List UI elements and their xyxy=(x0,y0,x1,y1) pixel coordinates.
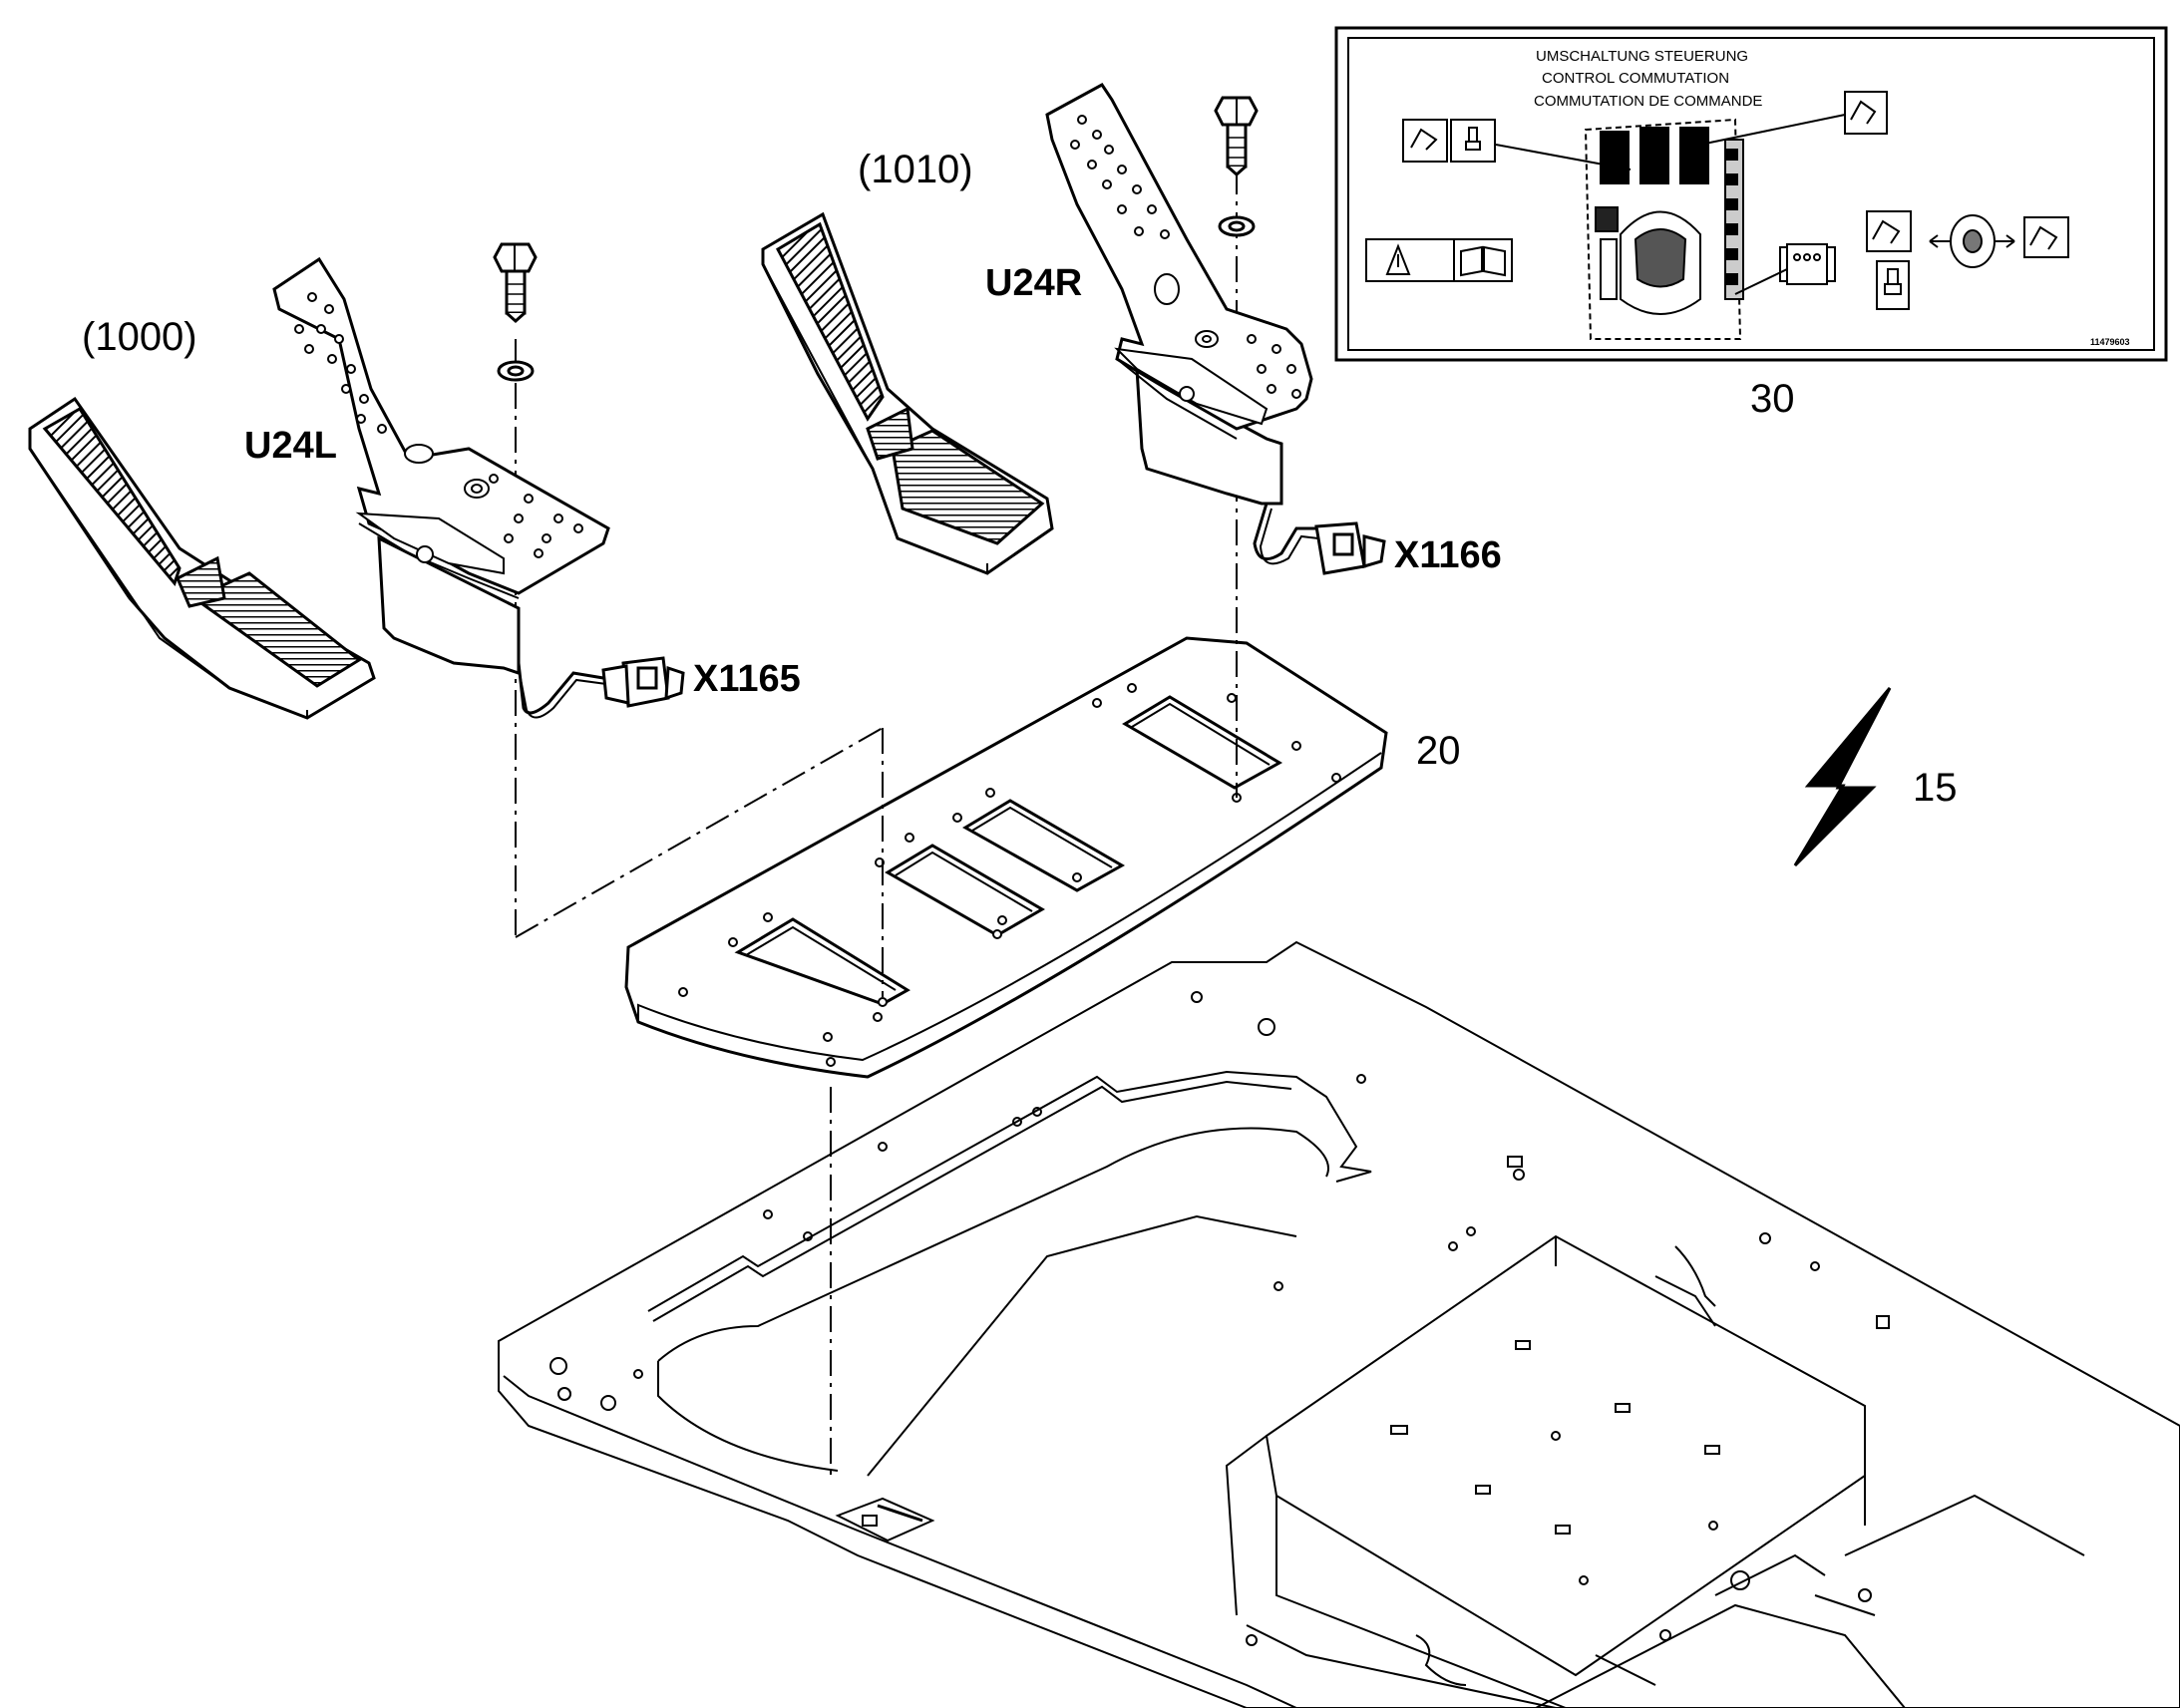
connector-right-label: X1166 xyxy=(1394,534,1502,576)
connector-left-label: X1165 xyxy=(693,658,801,700)
manual-book-icon xyxy=(1453,238,1513,282)
cabin-picture xyxy=(1584,118,1744,340)
connector-x1165 xyxy=(517,656,685,719)
pedal-right-label: U24R xyxy=(985,262,1083,304)
plate-item-label: 20 xyxy=(1416,729,1461,773)
commutation-switch-icon xyxy=(1929,214,2015,268)
warning-triangle-icon xyxy=(1365,238,1455,282)
left-pedal-cover xyxy=(28,396,376,720)
pedal-hand-icon xyxy=(1402,91,2069,310)
decal-line-de: UMSCHALTUNG STEUERUNG xyxy=(1536,48,1749,65)
decal-line-fr: COMMUTATION DE COMMANDE xyxy=(1534,93,1763,110)
lightning-fill xyxy=(1795,688,1890,865)
ref-1000-label: (1000) xyxy=(82,315,197,359)
decal-label xyxy=(1334,26,2168,362)
right-pedal-assembly xyxy=(1045,83,1313,506)
washer-icon xyxy=(497,360,535,382)
bolt-icon xyxy=(493,242,538,324)
mounting-plate xyxy=(624,636,1388,1079)
electrical-item-label: 15 xyxy=(1913,766,1958,810)
decal-part-number: 11479603 xyxy=(2090,337,2130,347)
floor-label-plate xyxy=(835,1497,935,1542)
decal-item-label: 30 xyxy=(1750,377,1795,421)
floor-holes xyxy=(549,991,1890,1646)
leader-lines xyxy=(1495,114,1846,295)
decal-line-en: CONTROL COMMUTATION xyxy=(1542,70,1730,87)
floor-frame xyxy=(498,940,2180,1708)
ref-1010-label: (1010) xyxy=(858,148,973,191)
connector-x1166 xyxy=(1253,503,1386,575)
pedal-left-label: U24L xyxy=(244,425,337,467)
bolt-icon xyxy=(1214,96,1259,177)
washer-icon xyxy=(1218,215,1256,237)
right-pedal-cover xyxy=(761,211,1054,575)
left-pedal-assembly xyxy=(272,256,610,676)
